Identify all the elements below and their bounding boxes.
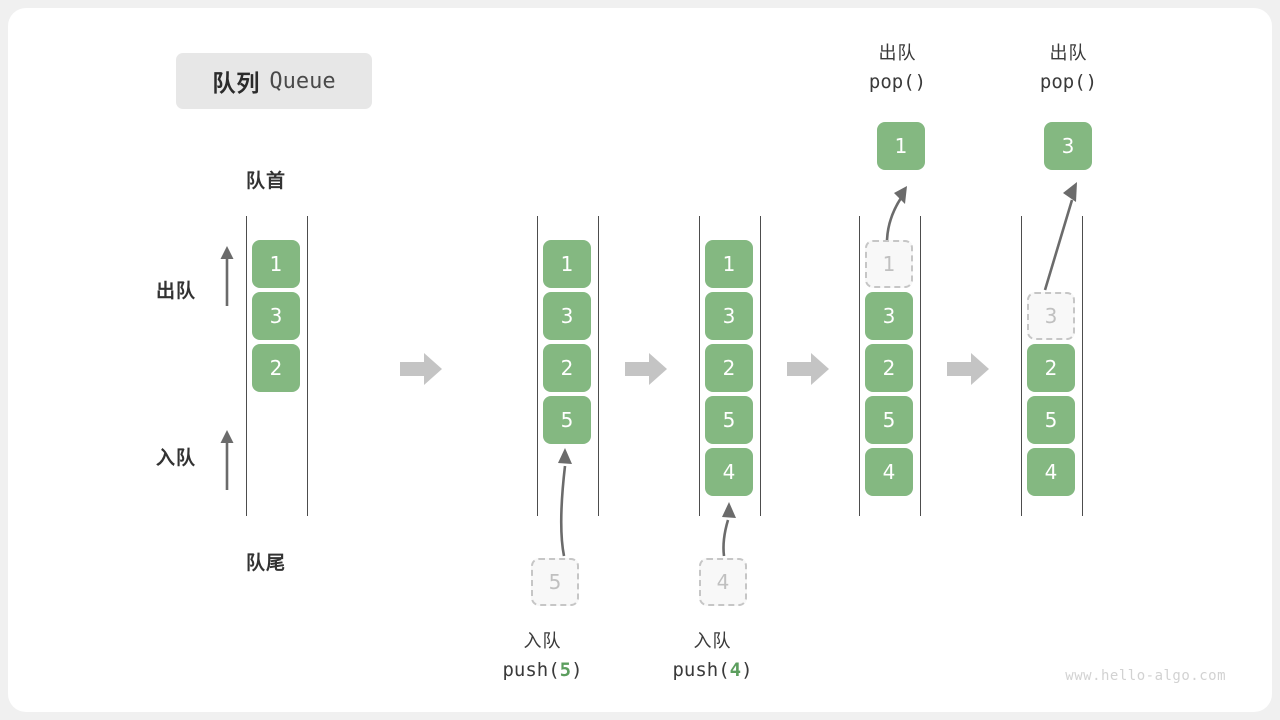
transition-arrow-icon	[947, 353, 989, 385]
op-label-pop-1: 出队 pop()	[825, 40, 970, 97]
label-queue-head: 队首	[246, 171, 287, 192]
queue-cell: 2	[543, 344, 591, 392]
op-label-push-5: 入队 push(5)	[470, 628, 615, 685]
title-cn: 队列	[212, 70, 261, 96]
popped-cell: 3	[1044, 122, 1092, 170]
queue-cell: 3	[705, 292, 753, 340]
pop-arrow-icon	[1043, 182, 1077, 291]
queue-cell: 3	[543, 292, 591, 340]
watermark: www.hello-algo.com	[1065, 668, 1226, 684]
queue-cell: 1	[252, 240, 300, 288]
transition-arrow-icon	[787, 353, 829, 385]
label-queue-tail: 队尾	[246, 553, 287, 574]
label-dequeue-direction: 出队	[156, 281, 197, 302]
queue-rail-right-col4	[920, 216, 921, 516]
op-label-cn: 入队	[693, 631, 732, 651]
push-arrow-icon	[558, 448, 572, 557]
queue-cell: 2	[705, 344, 753, 392]
queue-rail-right-col2	[598, 216, 599, 516]
pop-arrow-icon	[885, 186, 907, 241]
title-badge: 队列 Queue	[176, 53, 372, 109]
push-arrow-icon	[722, 502, 736, 557]
queue-rail-left-col4	[859, 216, 860, 516]
queue-rail-left-col5	[1021, 216, 1022, 516]
op-label-cn: 出队	[878, 43, 917, 63]
queue-cell: 5	[865, 396, 913, 444]
queue-cell: 5	[1027, 396, 1075, 444]
queue-cell-new: 5	[543, 396, 591, 444]
queue-cell: 1	[705, 240, 753, 288]
op-label-code: push(5)	[502, 658, 583, 681]
incoming-ghost-cell: 5	[531, 558, 579, 606]
op-label-code: pop()	[868, 70, 927, 93]
queue-cell: 2	[1027, 344, 1075, 392]
dequeue-arrow-icon	[220, 246, 234, 306]
queue-rail-left-col2	[537, 216, 538, 516]
queue-cell: 4	[1027, 448, 1075, 496]
queue-cell: 2	[865, 344, 913, 392]
diagram-card: 队列 Queue 队首 队尾 出队 入队 1 3 2 1 3 2 5 5 入队 …	[8, 8, 1272, 712]
queue-cell: 4	[865, 448, 913, 496]
popped-cell: 1	[877, 122, 925, 170]
label-enqueue-direction: 入队	[156, 448, 197, 469]
transition-arrow-icon	[400, 353, 442, 385]
op-label-cn: 入队	[523, 631, 562, 651]
op-label-code: push(4)	[672, 658, 753, 681]
transition-arrow-icon	[625, 353, 667, 385]
incoming-ghost-cell: 4	[699, 558, 747, 606]
queue-cell-popped-ghost: 3	[1027, 292, 1075, 340]
op-label-code: pop()	[1039, 70, 1098, 93]
queue-rail-left-col3	[699, 216, 700, 516]
title-en: Queue	[269, 68, 336, 94]
queue-cell: 5	[705, 396, 753, 444]
op-label-pop-3: 出队 pop()	[996, 40, 1141, 97]
op-label-push-4: 入队 push(4)	[640, 628, 785, 685]
queue-rail-left-col1	[246, 216, 247, 516]
queue-rail-right-col3	[760, 216, 761, 516]
queue-cell-new: 4	[705, 448, 753, 496]
queue-cell-popped-ghost: 1	[865, 240, 913, 288]
queue-cell: 1	[543, 240, 591, 288]
queue-cell: 3	[252, 292, 300, 340]
enqueue-arrow-icon	[220, 430, 234, 490]
queue-rail-right-col1	[307, 216, 308, 516]
queue-cell: 3	[865, 292, 913, 340]
op-label-cn: 出队	[1049, 43, 1088, 63]
queue-rail-right-col5	[1082, 216, 1083, 516]
queue-cell: 2	[252, 344, 300, 392]
